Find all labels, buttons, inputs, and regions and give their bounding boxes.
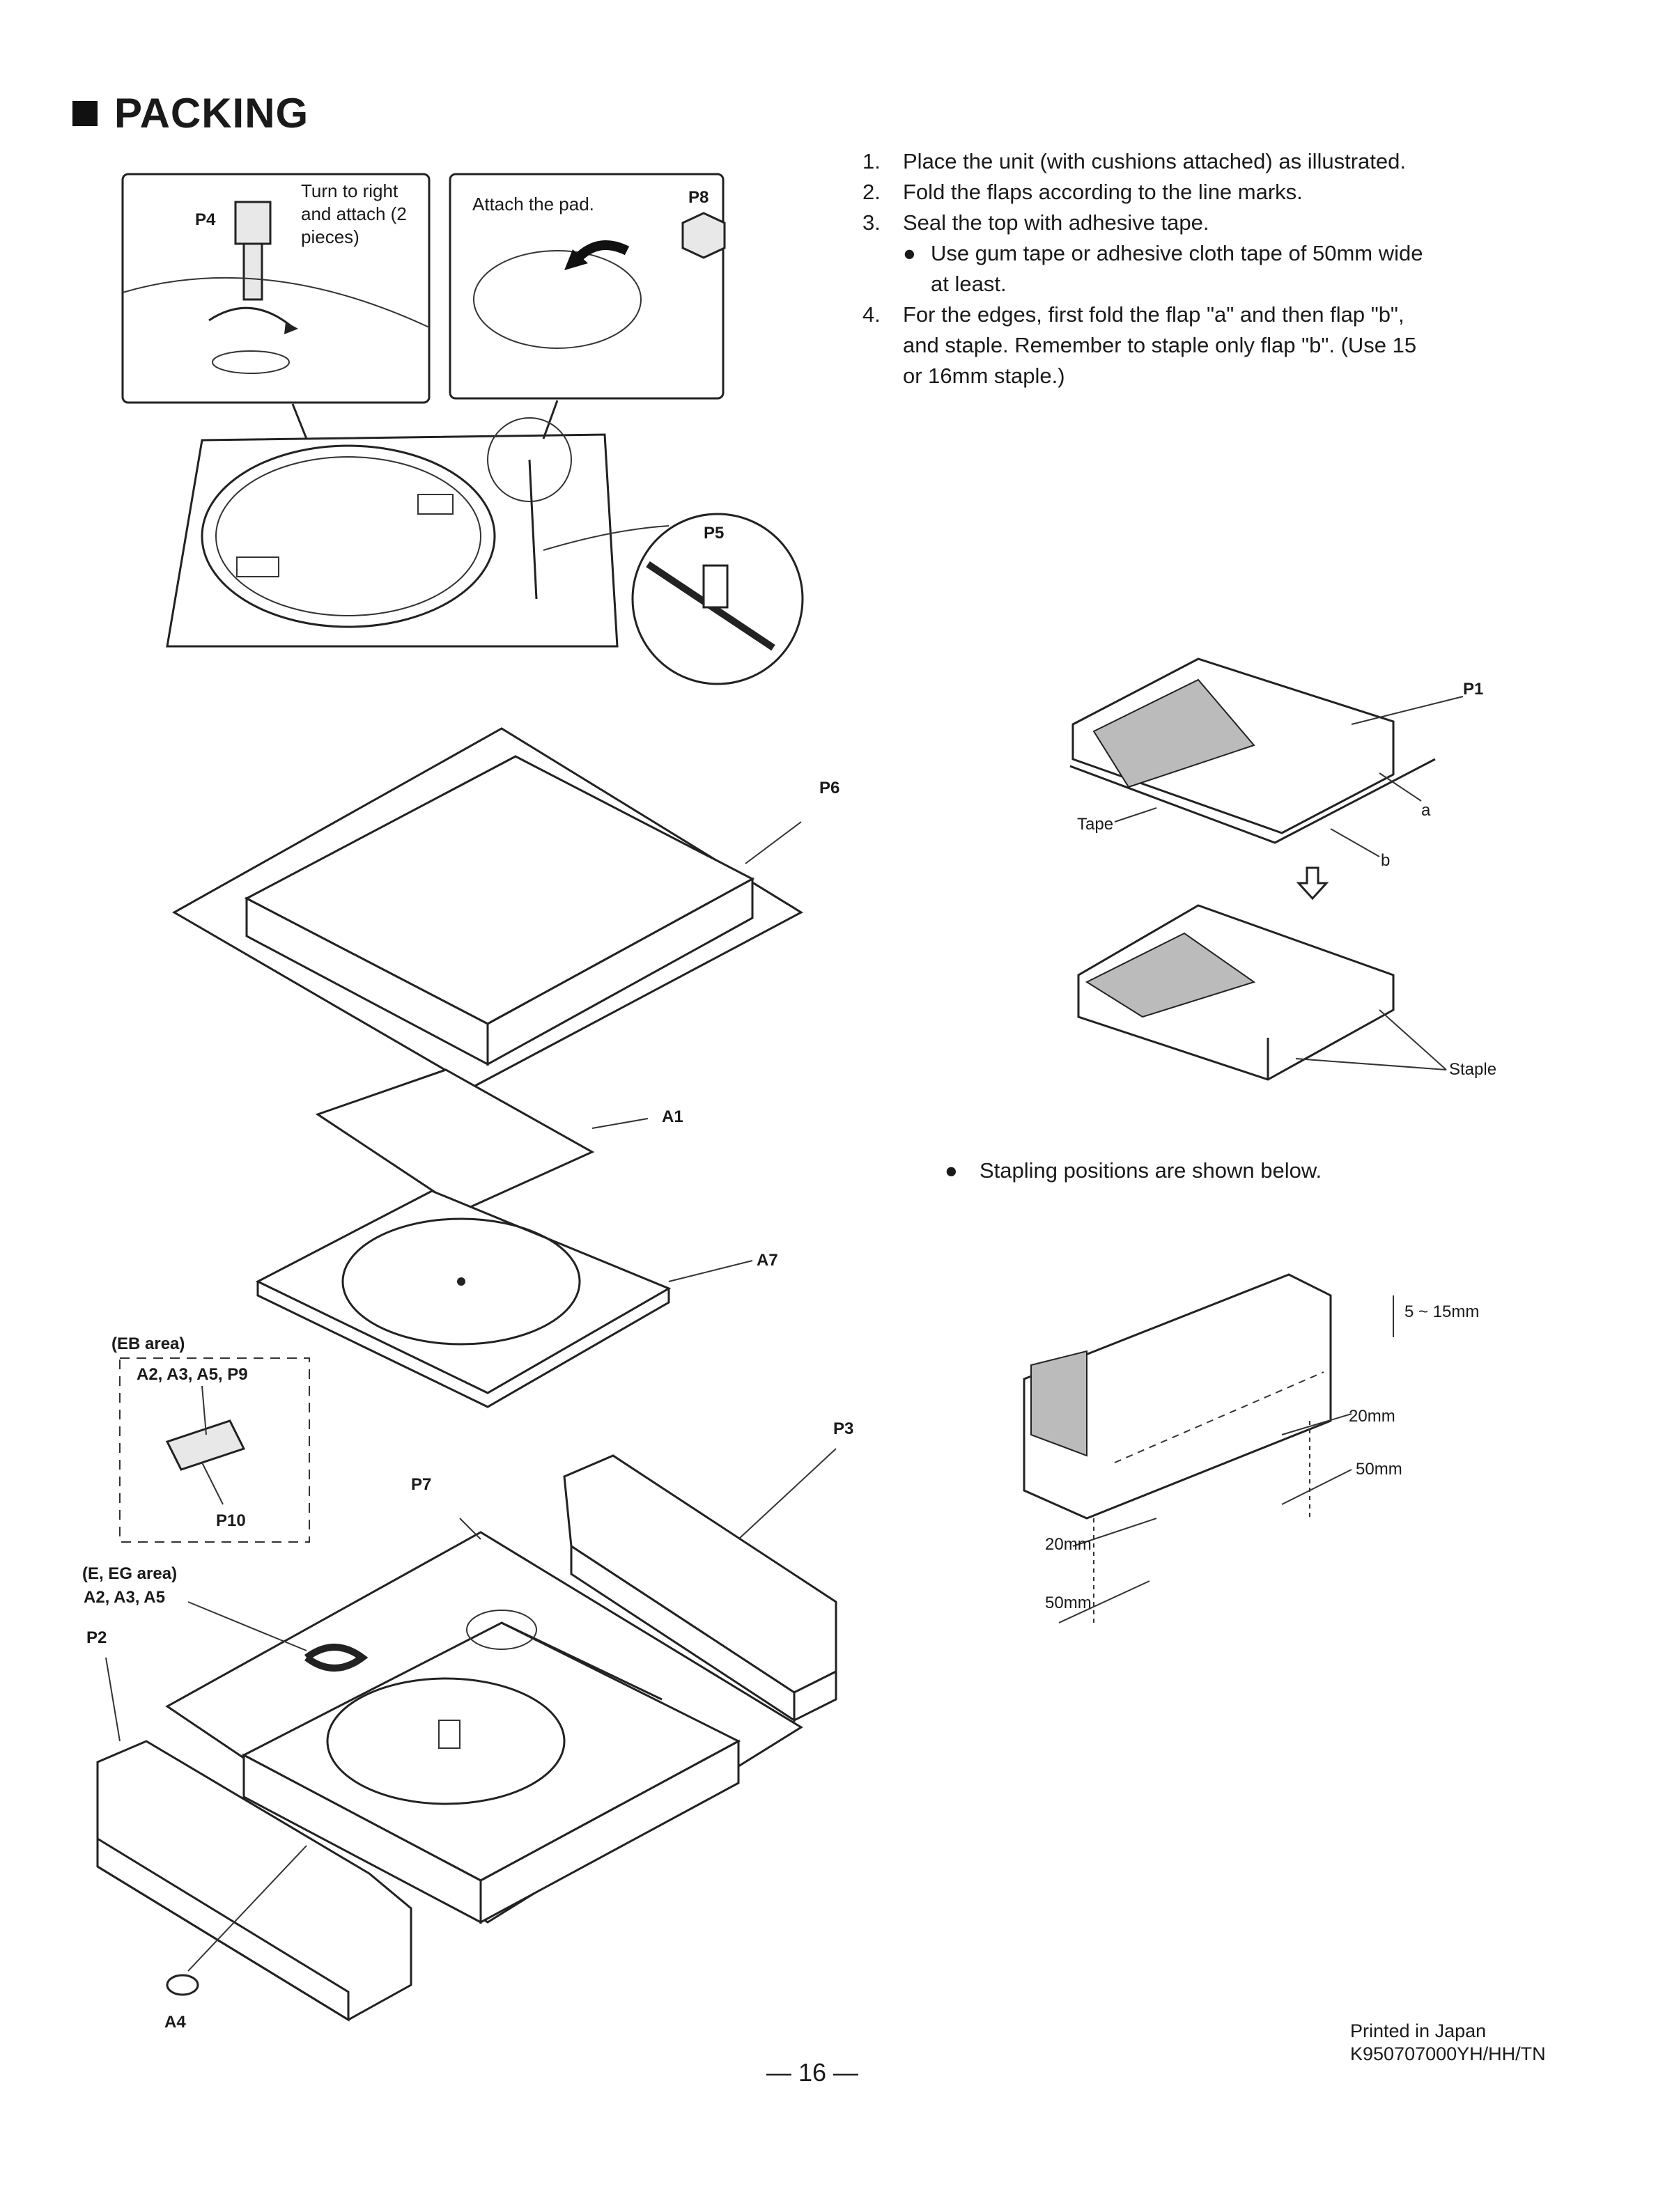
label-p5: P5 xyxy=(704,524,725,543)
instruction-list: 1.Place the unit (with cushions attached… xyxy=(862,146,1531,391)
label-p8: P8 xyxy=(688,188,709,207)
label-tape: Tape xyxy=(1077,815,1114,834)
p3-cushion xyxy=(563,1454,837,1722)
step3-bullet-cont: at least. xyxy=(931,272,1007,296)
p2-cushion xyxy=(96,1740,412,2022)
a7-dust-cover xyxy=(255,1190,672,1408)
label-p4: P4 xyxy=(195,210,216,229)
step-item-cont: or 16mm staple.) xyxy=(903,364,1065,388)
step-item: 3.Seal the top with adhesive tape. xyxy=(862,210,1209,235)
page-heading: PACKING xyxy=(72,89,309,137)
dim-5-15mm: 5 ~ 15mm xyxy=(1404,1302,1480,1321)
e-area-items: A2, A3, A5 xyxy=(84,1588,165,1607)
step-item: 2.Fold the flaps according to the line m… xyxy=(862,180,1303,204)
p6-bag xyxy=(171,727,804,1088)
label-p7: P7 xyxy=(411,1475,432,1494)
label-flap-a: a xyxy=(1421,801,1431,820)
label-staple: Staple xyxy=(1449,1060,1497,1079)
turntable-base xyxy=(241,1610,741,1924)
eb-area-box xyxy=(119,1357,310,1543)
p4-callout-text: Turn to right and attach (2 pieces) xyxy=(301,180,407,247)
carton-closed xyxy=(1077,904,1395,1081)
dim-20mm-left: 20mm xyxy=(1045,1535,1092,1554)
label-p10: P10 xyxy=(216,1511,246,1530)
p8-callout-text: Attach the pad. xyxy=(472,194,594,215)
p4-callout-box xyxy=(121,173,431,404)
dim-20mm-right: 20mm xyxy=(1349,1407,1395,1426)
eb-area-title: (EB area) xyxy=(111,1334,185,1353)
dim-50mm-right: 50mm xyxy=(1356,1460,1402,1479)
label-p3: P3 xyxy=(833,1419,854,1438)
square-bullet-icon xyxy=(72,100,98,126)
dim-50mm-left: 50mm xyxy=(1045,1594,1092,1612)
page-number: — 16 — xyxy=(766,2058,859,2087)
label-a1: A1 xyxy=(662,1107,683,1126)
label-p1: P1 xyxy=(1463,680,1484,699)
label-a4: A4 xyxy=(164,2013,186,2032)
p8-callout-box xyxy=(449,173,725,400)
p5-detail-circle xyxy=(631,513,804,685)
tonearm-rest-icon xyxy=(208,201,298,374)
e-area-title: (E, EG area) xyxy=(82,1564,178,1583)
turntable-top-view xyxy=(166,417,619,648)
step3-bullet: ●Use gum tape or adhesive cloth tape of … xyxy=(903,241,1423,265)
heading-text: PACKING xyxy=(114,90,309,137)
a4-part xyxy=(166,1974,199,1996)
a1-sheet xyxy=(315,1068,595,1212)
label-flap-b: b xyxy=(1381,851,1391,870)
arrow-down-icon xyxy=(1296,866,1329,901)
label-p2: P2 xyxy=(86,1628,107,1647)
eb-area-items: A2, A3, A5, P9 xyxy=(137,1365,248,1384)
stapling-note: ●Stapling positions are shown below. xyxy=(945,1158,1322,1183)
step-item: 1.Place the unit (with cushions attached… xyxy=(862,149,1406,173)
step-item: 4.For the edges, first fold the flap "a"… xyxy=(862,302,1404,327)
pad-icon xyxy=(473,212,726,349)
label-a7: A7 xyxy=(757,1251,778,1270)
carton-open xyxy=(1069,657,1436,844)
print-info: Printed in Japan K950707000YH/HH/TN xyxy=(1350,2020,1546,2064)
carton-corner-detail xyxy=(1023,1273,1332,1520)
box-lid xyxy=(244,755,755,1066)
step-item-cont: and staple. Remember to staple only flap… xyxy=(903,333,1417,357)
label-p6: P6 xyxy=(819,779,840,797)
